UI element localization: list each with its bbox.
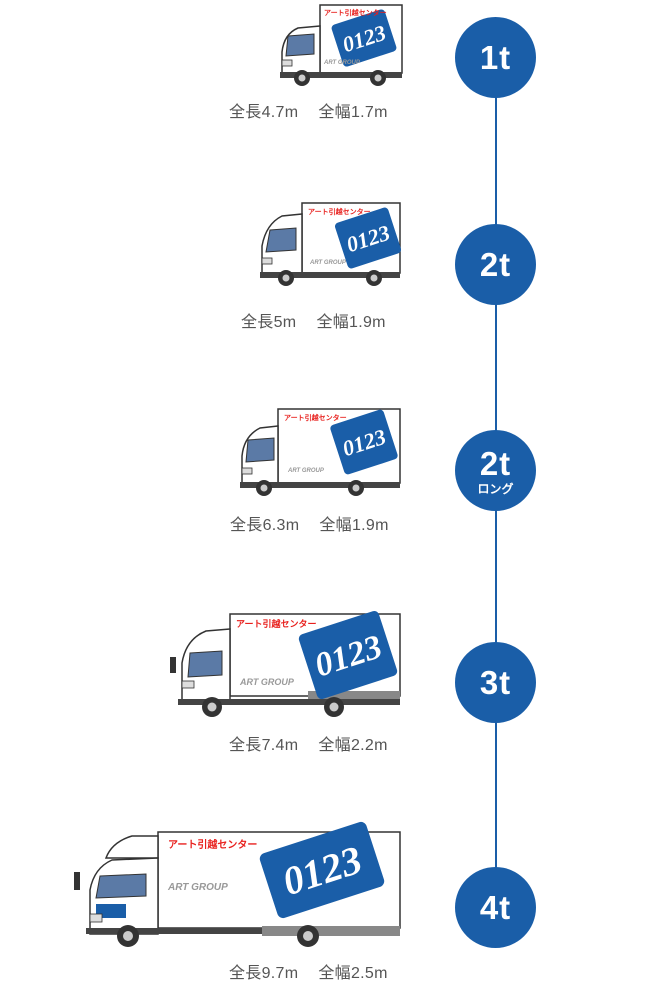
brand-company-name: アート引越センター	[284, 413, 347, 422]
capacity-badge-2t: 2t	[455, 224, 536, 305]
capacity-badge-2t-long: 2t ロング	[455, 430, 536, 511]
capacity-label: 3t	[479, 664, 512, 701]
truck-length: 全長6.3m	[230, 517, 300, 534]
brand-group-name: ART GROUP	[309, 260, 347, 266]
truck-illustration-2t: 0123 アート引越センター ART GROUP	[258, 202, 404, 288]
truck-width: 全幅2.2m	[318, 737, 388, 754]
truck-width: 全幅1.7m	[318, 104, 388, 121]
brand-company-name: アート引越センター	[236, 618, 316, 630]
truck-length: 全長7.4m	[229, 737, 299, 754]
capacity-badge-4t: 4t	[455, 867, 536, 948]
brand-company-name: アート引越センター	[168, 838, 257, 851]
truck-width: 全幅1.9m	[319, 517, 389, 534]
truck-dimensions: 全長7.4m 全幅2.2m	[229, 731, 388, 755]
truck-dimensions: 全長4.7m 全幅1.7m	[229, 98, 388, 122]
brand-company-name: アート引越センター	[324, 8, 387, 17]
brand-group-name: ART GROUP	[323, 60, 361, 66]
brand-group-name: ART GROUP	[167, 882, 228, 893]
truck-illustration-4t: 0123 アート引越センター ART GROUP	[72, 821, 404, 950]
brand-company-name: アート引越センター	[308, 207, 371, 216]
truck-illustration-3t: 0123 アート引越センター ART GROUP	[168, 610, 404, 721]
brand-group-name: ART GROUP	[239, 677, 295, 687]
truck-dimensions: 全長9.7m 全幅2.5m	[229, 959, 388, 983]
capacity-sublabel: ロング	[477, 481, 514, 496]
capacity-label: 4t	[479, 889, 512, 926]
truck-length: 全長5m	[241, 314, 297, 331]
truck-length: 全長4.7m	[229, 104, 299, 121]
truck-dimensions: 全長5m 全幅1.9m	[241, 308, 386, 332]
capacity-badge-1t: 1t	[455, 17, 536, 98]
truck-length: 全長9.7m	[229, 965, 299, 982]
capacity-label: 1t	[479, 39, 512, 76]
brand-group-name: ART GROUP	[287, 468, 325, 474]
truck-width: 全幅2.5m	[318, 965, 388, 982]
capacity-label: 2t	[479, 444, 512, 482]
truck-illustration-2t-long: 0123 アート引越センター ART GROUP	[238, 408, 404, 496]
truck-illustration-1t: 0123 アート引越センター ART GROUP	[278, 4, 404, 86]
capacity-label: 2t	[479, 246, 512, 283]
truck-dimensions: 全長6.3m 全幅1.9m	[230, 511, 389, 535]
truck-width: 全幅1.9m	[316, 314, 386, 331]
capacity-badge-3t: 3t	[455, 642, 536, 723]
